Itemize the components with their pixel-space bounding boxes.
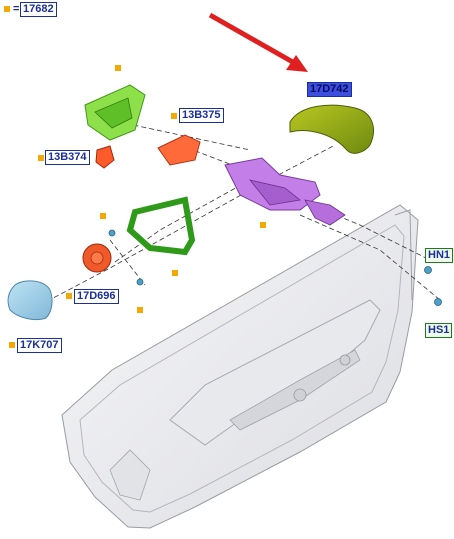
- marker-bracket: [115, 65, 121, 71]
- marker-frame: [172, 270, 178, 276]
- marker-fastener-a: [100, 213, 106, 219]
- door-panel: [61, 204, 419, 529]
- marker-cap: [171, 113, 177, 119]
- callout-motor[interactable]: 13B374: [45, 150, 90, 165]
- legend-callout[interactable]: 17682: [20, 2, 57, 17]
- mirror-housing: [224, 157, 346, 226]
- legend-marker: [4, 6, 10, 12]
- mirror-motor-part: [95, 145, 115, 169]
- callout-frame[interactable]: 17D696: [74, 289, 119, 304]
- callout-glass[interactable]: 17K707: [17, 338, 62, 353]
- mirror-glass: [7, 280, 53, 321]
- marker-fastener-b: [137, 307, 143, 313]
- callout-screw[interactable]: HS1: [425, 323, 453, 338]
- mirror-actuator: [82, 243, 112, 273]
- callout-glass-cover[interactable]: 17D742: [307, 82, 352, 97]
- marker-motor: [38, 155, 44, 161]
- legend-equals: =: [13, 3, 20, 15]
- mirror-bracket: [84, 84, 146, 141]
- callout-nut[interactable]: HN1: [425, 248, 454, 263]
- mirror-cap-part: [157, 134, 201, 166]
- marker-glass: [9, 342, 15, 348]
- highlight-arrow: [208, 12, 308, 72]
- fasteners: [108, 229, 442, 306]
- mirror-glass-cover: [289, 104, 374, 154]
- callout-cap[interactable]: 13B375: [179, 108, 224, 123]
- mirror-frame: [126, 196, 196, 256]
- marker-frame-callout: [66, 293, 72, 299]
- marker-housing: [260, 222, 266, 228]
